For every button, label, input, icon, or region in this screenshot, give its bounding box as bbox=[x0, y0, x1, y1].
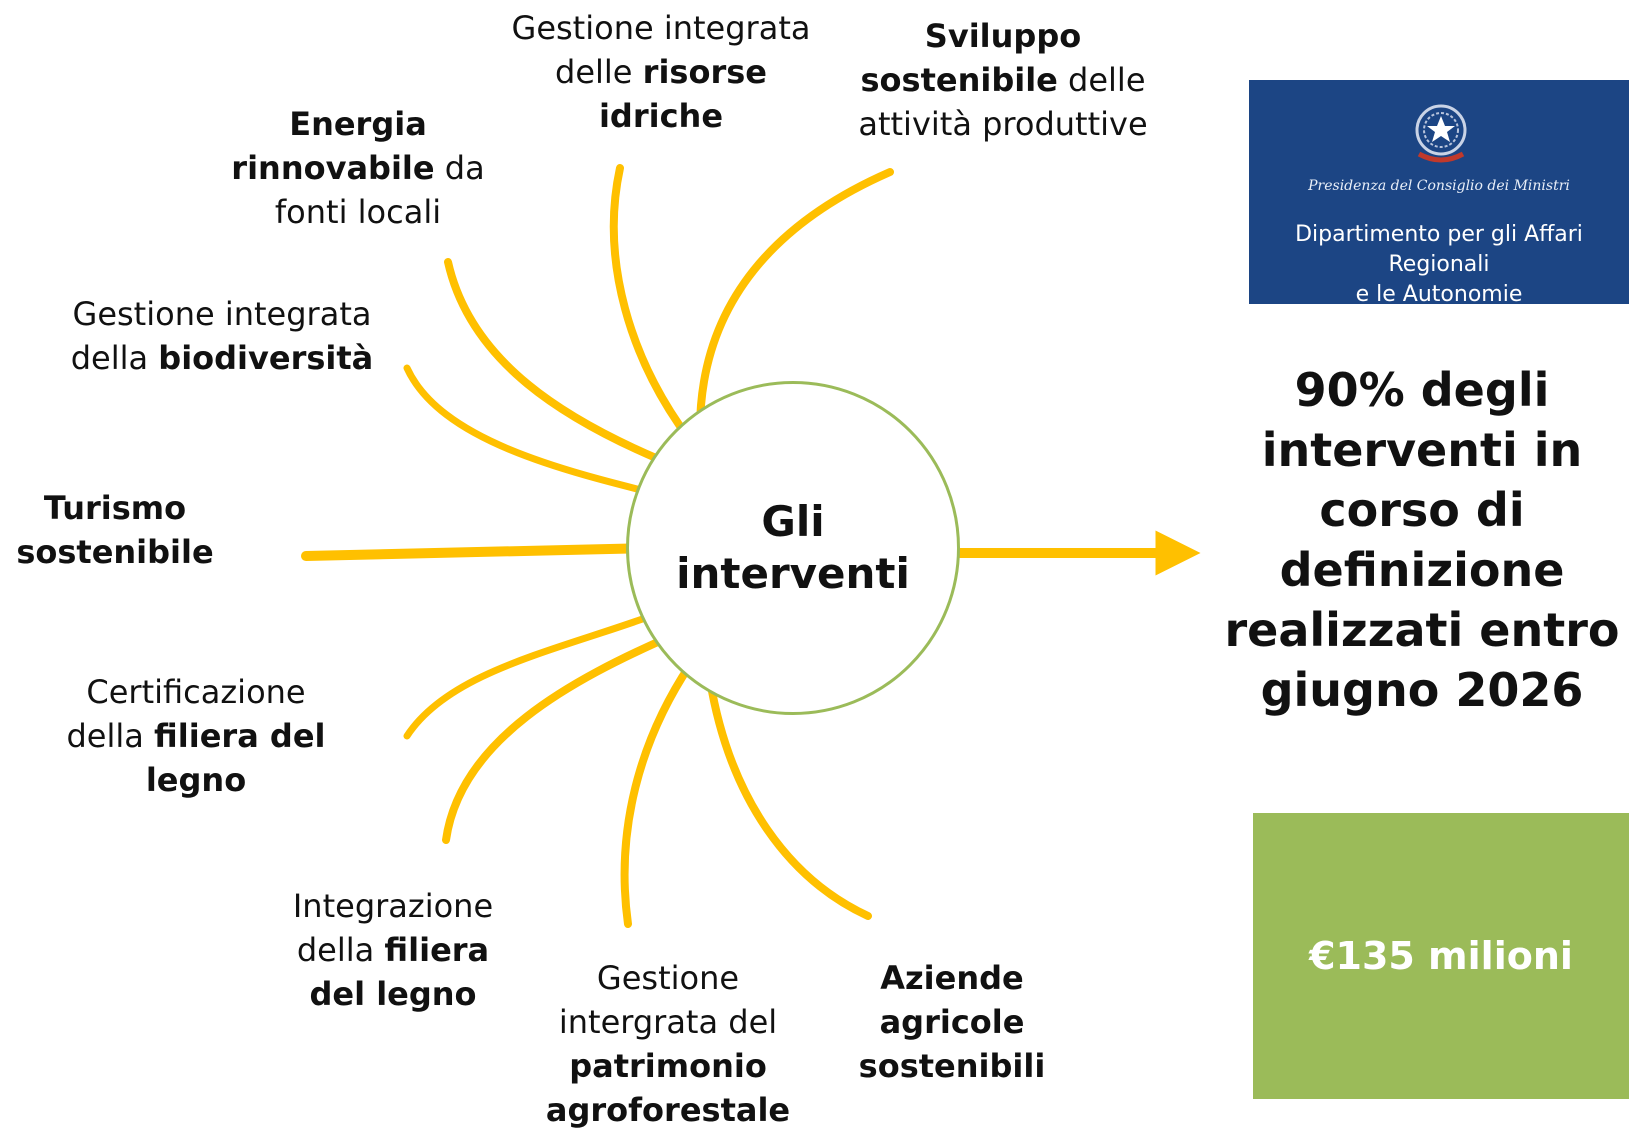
logo-presidency-text: Presidenza del Consiglio dei Ministri bbox=[1308, 178, 1570, 194]
ray-sviluppo-sostenibile bbox=[696, 168, 894, 434]
ray-aziende bbox=[706, 676, 872, 920]
ray-biodiversita bbox=[403, 364, 669, 500]
label-certificazione-filiera: Certificazione della filiera del legno bbox=[66, 673, 326, 799]
ray-energia-rinnovabile bbox=[444, 258, 684, 472]
ray-patrimonio bbox=[620, 661, 694, 928]
label-biodiversita: Gestione integrata della biodiversità bbox=[70, 295, 374, 377]
italian-republic-emblem-icon bbox=[1415, 104, 1467, 163]
goal-statement: 90% degli interventi in corso di definiz… bbox=[1224, 363, 1620, 717]
ray-risorse-idriche bbox=[609, 164, 694, 444]
label-energia-rinnovabile: Energia rinnovabile da fonti locali bbox=[231, 105, 485, 231]
budget-box: €135 milioni bbox=[1253, 813, 1629, 1099]
label-risorse-idriche: Gestione integrata delle risorse idriche bbox=[511, 9, 811, 135]
label-aziende-agricole: Aziende agricole sostenibili bbox=[858, 959, 1046, 1085]
ray-turismo bbox=[301, 543, 657, 561]
department-logo: Presidenza del Consiglio dei Ministri Di… bbox=[1249, 80, 1629, 307]
ray-filiera-legno-int bbox=[442, 630, 680, 844]
ray-filiera-legno-cert bbox=[403, 608, 666, 740]
label-integrazione-filiera: Integrazione della filiera del legno bbox=[292, 887, 494, 1013]
label-turismo: Turismo sostenibile bbox=[16, 489, 214, 571]
budget-amount: €135 milioni bbox=[1309, 934, 1573, 978]
label-patrimonio-agroforestale: Gestione intergrata del patrimonio agrof… bbox=[545, 959, 791, 1129]
label-sviluppo-sostenibile: Sviluppo sostenibile delle attività prod… bbox=[858, 17, 1148, 143]
